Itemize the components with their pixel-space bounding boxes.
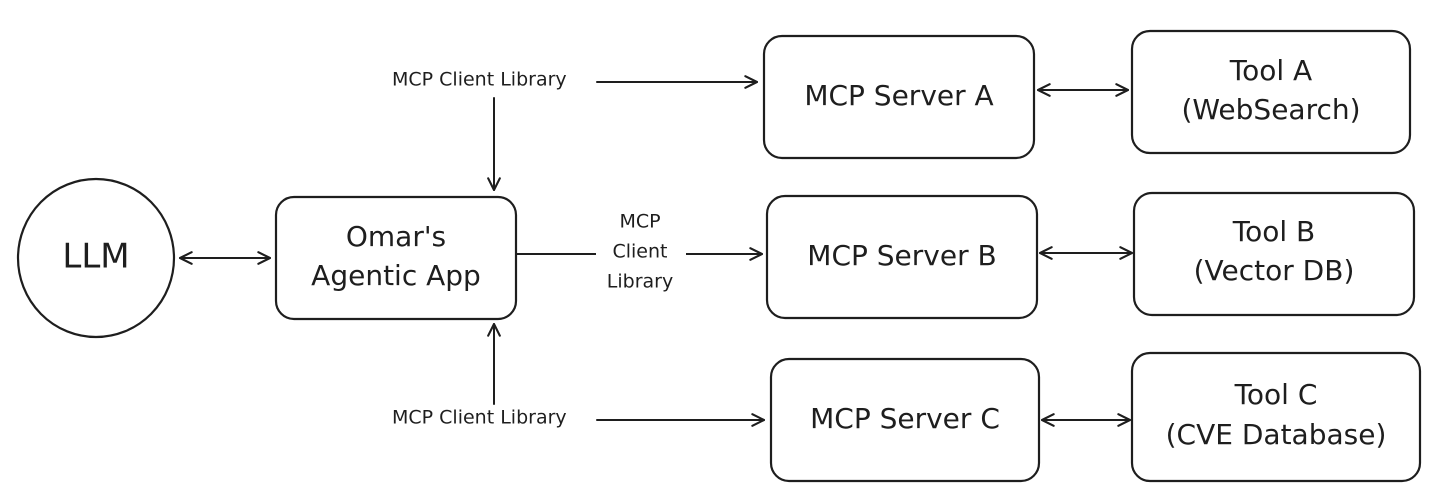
tool-a-label-line1: Tool A xyxy=(1229,54,1312,87)
tool-b-node: Tool B (Vector DB) xyxy=(1132,191,1416,317)
llm-circle xyxy=(16,177,176,339)
tool-c-box xyxy=(1130,351,1422,483)
tool-b-box xyxy=(1132,191,1416,317)
tool-a-node: Tool A (WebSearch) xyxy=(1130,29,1412,155)
mcp-server-b-box xyxy=(765,194,1039,320)
mcp-server-c-node: MCP Server C xyxy=(769,357,1041,483)
tool-c-label-line2: (CVE Database) xyxy=(1166,418,1387,451)
bottom-client-library-label: MCP Client Library xyxy=(392,407,567,429)
edges xyxy=(178,75,1134,427)
tool-a-box xyxy=(1130,29,1412,155)
tool-c-label-line1: Tool C xyxy=(1234,378,1318,411)
llm-label: LLM xyxy=(62,237,129,277)
agentic-app-label-line2: Agentic App xyxy=(311,259,481,292)
middle-client-library-label-line3: Library xyxy=(607,271,673,293)
tool-a-label-line2: (WebSearch) xyxy=(1181,93,1360,126)
agentic-app-label-line1: Omar's xyxy=(346,220,446,253)
agentic-app-box xyxy=(274,195,518,321)
mcp-server-b-label: MCP Server B xyxy=(807,239,996,272)
tool-b-label-line1: Tool B xyxy=(1232,215,1316,248)
tool-b-label-line2: (Vector DB) xyxy=(1194,254,1355,287)
mcp-server-b-node: MCP Server B xyxy=(765,194,1039,320)
middle-client-library-label-line2: Client xyxy=(612,241,667,263)
mcp-server-a-node: MCP Server A xyxy=(762,34,1036,160)
top-client-library-label: MCP Client Library xyxy=(392,69,567,91)
middle-label-background xyxy=(596,206,686,298)
edge-labels: MCP Client Library MCP Client Library MC… xyxy=(392,69,686,429)
agentic-app-node: Omar's Agentic App xyxy=(274,195,518,321)
mcp-server-a-box xyxy=(762,34,1036,160)
mcp-server-c-box xyxy=(769,357,1041,483)
tool-c-node: Tool C (CVE Database) xyxy=(1130,351,1422,483)
mcp-server-c-label: MCP Server C xyxy=(810,402,1000,435)
mcp-server-a-label: MCP Server A xyxy=(804,79,993,112)
middle-client-library-label-line1: MCP xyxy=(619,211,660,233)
llm-node: LLM xyxy=(16,177,176,339)
